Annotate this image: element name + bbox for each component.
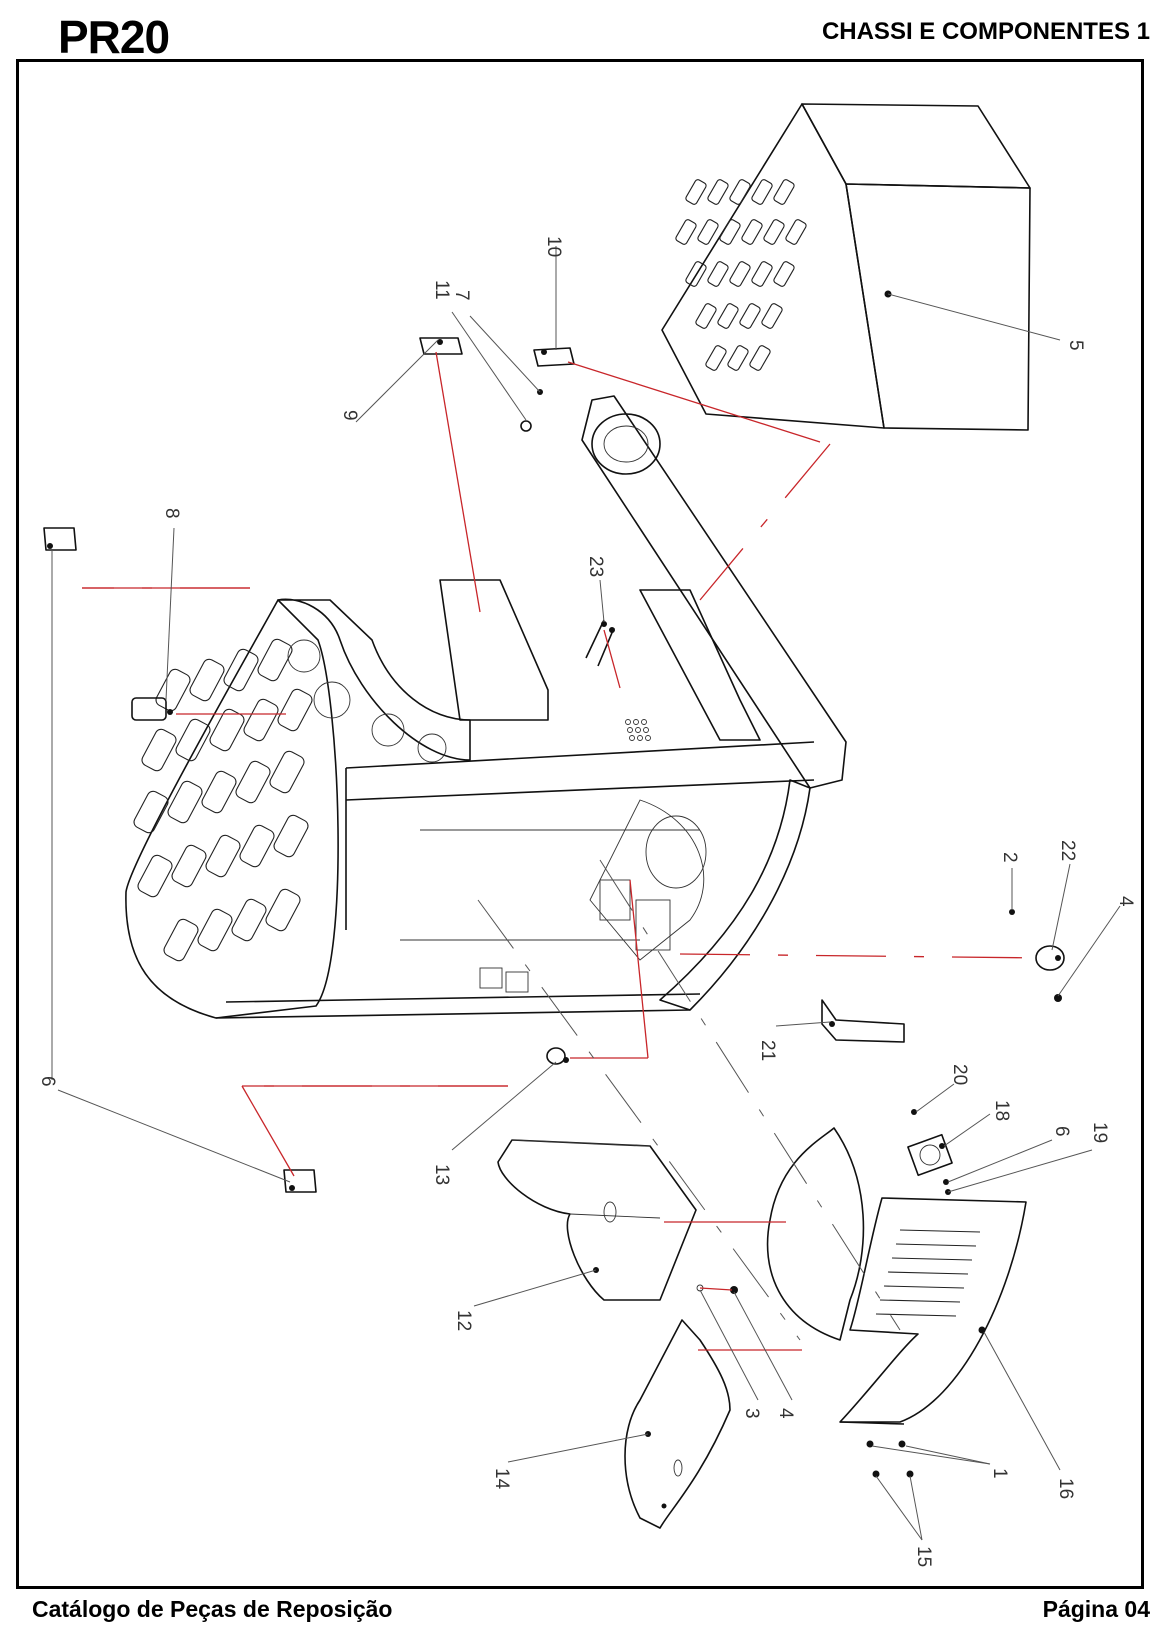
callout-4a: 4 — [1115, 896, 1136, 907]
callout-6: 5 — [1065, 340, 1086, 351]
chassis-frame-part — [125, 395, 847, 1019]
callout-3: 3 — [741, 1408, 762, 1419]
callout-1: 1 — [989, 1468, 1010, 1479]
callout-19: 19 — [1089, 1122, 1110, 1143]
rear-cover-part — [497, 1139, 697, 1301]
callout-11: 10 — [543, 236, 564, 257]
callout-14: 13 — [431, 1164, 452, 1185]
callout-2: 2 — [999, 852, 1020, 863]
section-title: CHASSI E COMPONENTES 1 — [821, 18, 1150, 45]
bottom-panel-part — [624, 1319, 731, 1529]
callout-22: 22 — [1057, 840, 1078, 861]
callout-12: 11 — [431, 280, 452, 300]
page-number: Página 04 — [1042, 1596, 1150, 1622]
callout-21: 21 — [757, 1040, 778, 1061]
callout-23: 23 — [585, 556, 606, 577]
callout-18: 18 — [991, 1100, 1012, 1121]
callout-4b: 4 — [775, 1408, 796, 1419]
top-cover-part — [661, 103, 1031, 431]
assembly-lines — [82, 351, 1045, 1351]
drawing-frame — [16, 59, 1144, 1589]
callout-20: 20 — [949, 1064, 970, 1085]
callout-16: 15 — [913, 1546, 934, 1567]
catalog-footer: Catálogo de Peças de Reposição — [32, 1596, 393, 1622]
small-parts — [43, 337, 1065, 1478]
callout-15: 14 — [491, 1468, 512, 1490]
model-title: PR20 — [58, 11, 170, 63]
callout-leaders — [51, 246, 1121, 1541]
callout-10: 9 — [339, 410, 360, 421]
callout-17: 16 — [1055, 1478, 1076, 1499]
callout-labels: 5 10 11 7 9 8 23 6 13 12 14 3 4 1 15 16 … — [37, 236, 1136, 1567]
callout-8: 6 — [37, 1076, 58, 1087]
callout-13: 12 — [453, 1310, 474, 1331]
callout-7: 7 — [451, 290, 472, 301]
front-cover-part — [766, 1127, 1027, 1425]
callout-5: 6 — [1051, 1126, 1072, 1137]
callout-9: 8 — [161, 508, 182, 519]
